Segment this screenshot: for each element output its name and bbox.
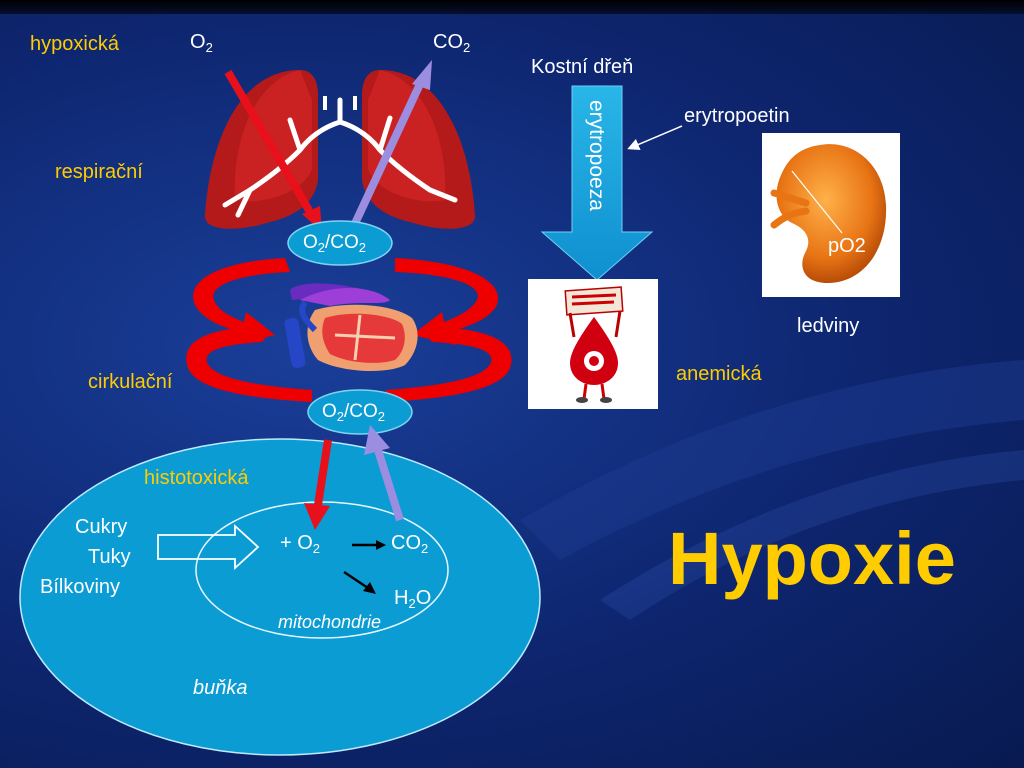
lungs-illustration (204, 70, 476, 229)
exchange-node-bottom (307, 389, 413, 435)
co2-outflow-arrowhead (412, 60, 432, 90)
label-po2: pO2 (828, 235, 866, 257)
reaction-arrow-h2o (343, 570, 369, 590)
co2-outflow-arrow (348, 82, 424, 232)
kidney-card (762, 133, 900, 297)
o2-inflow-arrow (224, 69, 314, 215)
exchange-node-top (287, 220, 393, 266)
label-bunka: buňka (193, 677, 248, 699)
erythropoiesis-arrow (540, 85, 654, 281)
label-hypoxicka: hypoxická (30, 33, 119, 55)
circulation-loop-bottom (186, 327, 512, 402)
label-kostni-dren: Kostní dřeň (531, 56, 634, 78)
label-erytropoetin: erytropoetin (684, 105, 790, 127)
o2-tissue-arrow (314, 439, 332, 506)
kidney-icon (770, 144, 887, 283)
co2-tissue-arrow (374, 448, 404, 522)
background-swoosh (520, 360, 1024, 560)
label-exchange-top: O2/CO2 (303, 232, 367, 255)
erythropoietin-pointer (627, 125, 683, 151)
label-erytropoeza: erytropoeza (585, 100, 608, 211)
label-co2-cell: CO2 (391, 532, 429, 556)
label-respiracni: respirační (55, 161, 143, 183)
label-bilkoviny: Bílkoviny (40, 576, 121, 598)
label-ledviny: ledviny (797, 315, 860, 337)
label-histotoxicka: histotoxická (144, 467, 249, 489)
label-anemicka: anemická (676, 363, 762, 385)
top-bar (0, 0, 1024, 14)
nutrients-arrow (157, 523, 260, 571)
heart-illustration (284, 283, 418, 372)
slide-title: Hypoxie (668, 517, 956, 600)
label-cirkulacni: cirkulační (88, 371, 173, 393)
blood-drop-card (528, 279, 658, 409)
co2-tissue-arrowhead (364, 425, 390, 455)
label-o2-top: O2 (190, 31, 213, 55)
label-exchange-bottom: O2/CO2 (322, 401, 386, 424)
label-h2o: H2O (394, 587, 432, 611)
o2-tissue-arrowhead (304, 503, 330, 530)
blood-drop-mascot-icon (564, 286, 624, 403)
background-swoosh-2 (600, 450, 1024, 620)
label-co2-top: CO2 (433, 31, 471, 55)
circulation-loop-top (193, 258, 499, 345)
label-mitochondrie: mitochondrie (278, 612, 382, 632)
label-cukry: Cukry (75, 516, 128, 538)
cell-body (19, 438, 541, 756)
label-plus-o2: + O2 (280, 532, 321, 556)
label-tuky: Tuky (88, 546, 131, 568)
